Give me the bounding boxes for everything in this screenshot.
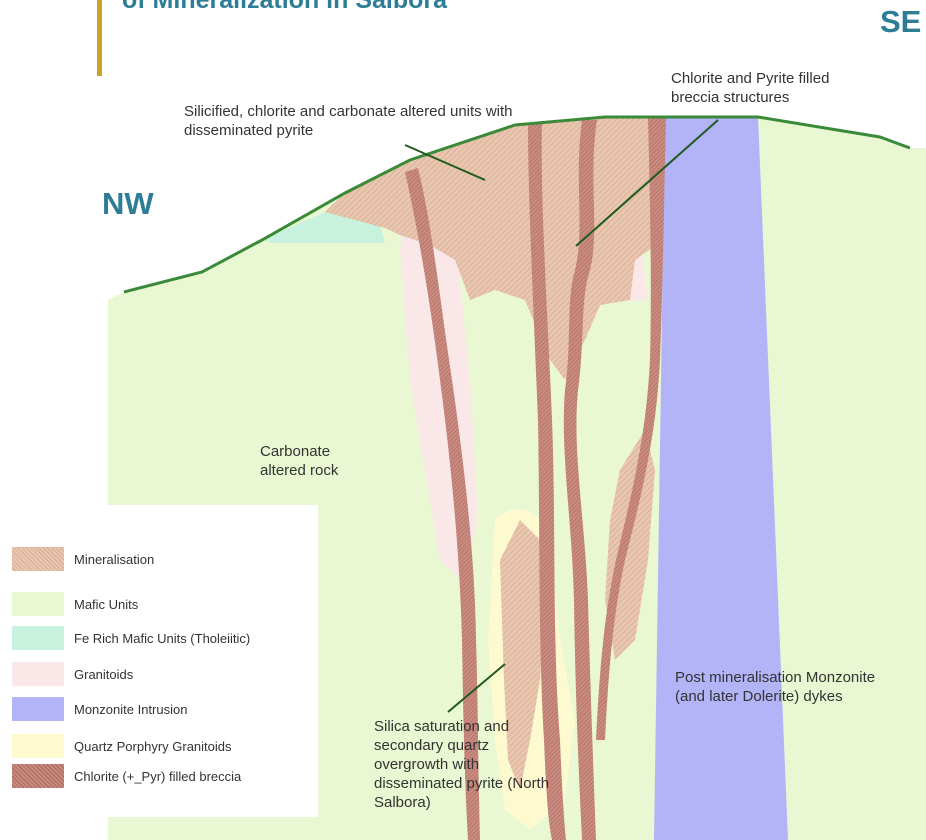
legend-item-breccia: Chlorite (+_Pyr) filled breccia xyxy=(12,764,241,788)
solid-swatch-icon xyxy=(12,697,64,721)
legend-label: Fe Rich Mafic Units (Tholeiitic) xyxy=(74,631,250,646)
legend-item-monzonite: Monzonite Intrusion xyxy=(12,697,187,721)
legend-label: Granitoids xyxy=(74,667,133,682)
hatched-swatch-icon xyxy=(12,764,64,788)
annotation-carbonate: Carbonate altered rock xyxy=(260,442,380,480)
legend-item-granitoids: Granitoids xyxy=(12,662,133,686)
annotation-alteration: Silicified, chlorite and carbonate alter… xyxy=(184,102,514,140)
legend-item-mafic-units: Mafic Units xyxy=(12,592,138,616)
solid-swatch-icon xyxy=(12,592,64,616)
legend-item-fe-rich-mafic: Fe Rich Mafic Units (Tholeiitic) xyxy=(12,626,250,650)
hatched-swatch-icon xyxy=(12,547,64,571)
legend-label: Quartz Porphyry Granitoids xyxy=(74,739,232,754)
legend-label: Monzonite Intrusion xyxy=(74,702,187,717)
legend: Mineralisation Mafic Units Fe Rich Mafic… xyxy=(0,505,318,817)
solid-swatch-icon xyxy=(12,734,64,758)
legend-label: Mineralisation xyxy=(74,552,154,567)
legend-label: Mafic Units xyxy=(74,597,138,612)
legend-item-mineralisation: Mineralisation xyxy=(12,547,154,571)
solid-swatch-icon xyxy=(12,662,64,686)
annotation-monzonite: Post mineralisation Monzonite (and later… xyxy=(675,668,885,706)
solid-swatch-icon xyxy=(12,626,64,650)
legend-item-quartz-porphyry: Quartz Porphyry Granitoids xyxy=(12,734,232,758)
annotation-silica: Silica saturation and secondary quartz o… xyxy=(374,717,554,812)
legend-label: Chlorite (+_Pyr) filled breccia xyxy=(74,769,241,784)
annotation-breccia: Chlorite and Pyrite filled breccia struc… xyxy=(671,69,881,107)
